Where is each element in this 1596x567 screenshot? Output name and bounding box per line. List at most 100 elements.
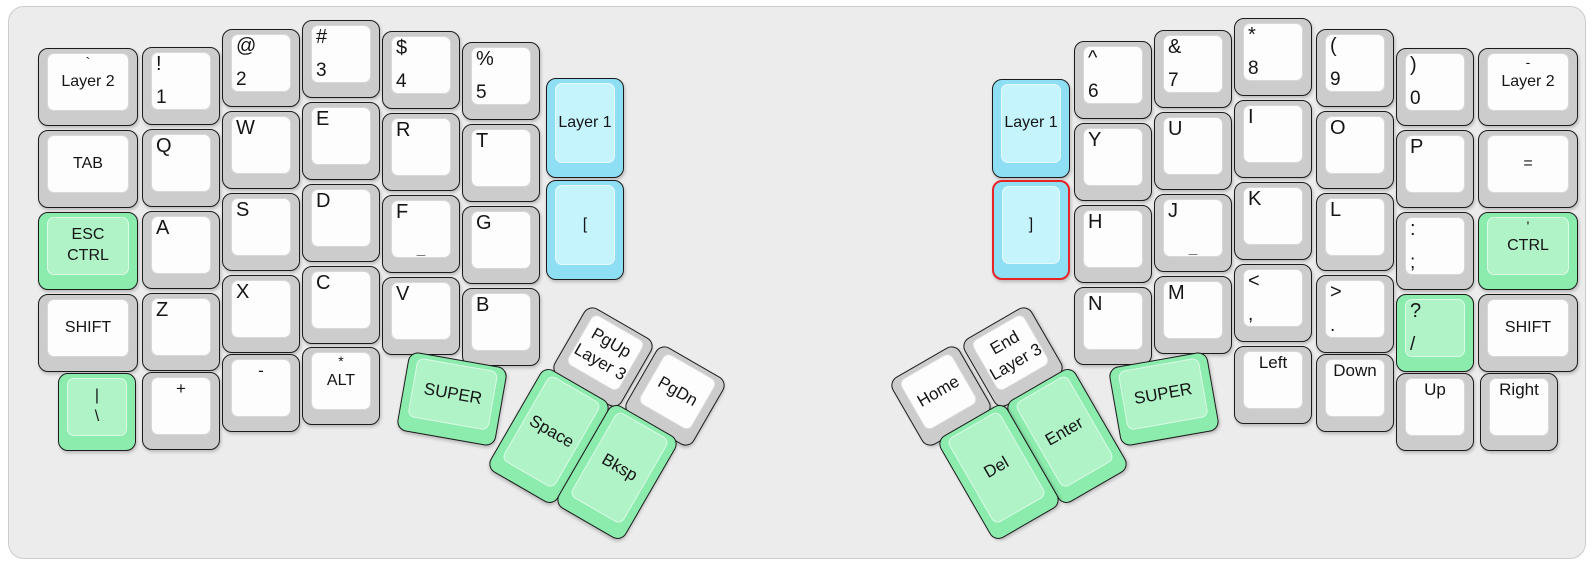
key-esc-ctrl[interactable]: ESC CTRL <box>38 212 138 290</box>
key-x[interactable]: X <box>222 275 300 353</box>
key-exclamation-1[interactable]: !1 <box>142 47 220 125</box>
key-pipe-backslash[interactable]: | \ <box>58 373 136 451</box>
key-minus[interactable]: - <box>222 354 300 432</box>
key-primary-legend: I <box>1248 106 1254 128</box>
key-greater-period[interactable]: >. <box>1316 275 1394 353</box>
key-a[interactable]: A <box>142 211 220 289</box>
keycap-top: %5 <box>471 47 531 105</box>
key-c[interactable]: C <box>302 266 380 344</box>
key-arrow-down[interactable]: Down <box>1316 354 1394 432</box>
key-right-bracket[interactable]: ] <box>992 180 1070 280</box>
key-r[interactable]: R <box>382 113 460 191</box>
key-layer1-right[interactable]: Layer 1 <box>992 79 1070 178</box>
key-paren-0[interactable]: )0 <box>1396 48 1474 126</box>
keycap-top: Layer 1 <box>1001 84 1061 163</box>
key-w[interactable]: W <box>222 111 300 189</box>
key-layer2-left[interactable]: `Layer 2 <box>38 48 138 126</box>
key-secondary-legend: 5 <box>476 82 487 103</box>
key-primary-legend: S <box>236 199 250 221</box>
key-primary-legend: * <box>1248 24 1256 46</box>
key-h[interactable]: H <box>1074 205 1152 283</box>
key-primary-legend: U <box>1168 118 1183 140</box>
key-caret-6[interactable]: ^6 <box>1074 41 1152 119</box>
key-j[interactable]: J_ <box>1154 194 1232 272</box>
key-tab[interactable]: TAB <box>38 130 138 208</box>
key-percent-5[interactable]: %5 <box>462 42 540 120</box>
key-top-legend: + <box>176 379 186 398</box>
key-super-right[interactable]: SUPER <box>1107 350 1221 448</box>
key-n[interactable]: N <box>1074 287 1152 365</box>
key-t[interactable]: T <box>462 124 540 202</box>
key-p[interactable]: P <box>1396 130 1474 208</box>
key-primary-legend: N <box>1088 293 1103 315</box>
key-l[interactable]: L <box>1316 193 1394 271</box>
key-g[interactable]: G <box>462 206 540 284</box>
key-secondary-legend: 7 <box>1168 70 1179 91</box>
keycap-top: | \ <box>67 378 127 436</box>
key-u[interactable]: U <box>1154 112 1232 190</box>
key-star-alt[interactable]: *ALT <box>302 347 380 425</box>
keycap-top: E <box>311 107 371 165</box>
key-arrow-left[interactable]: Left <box>1234 346 1312 424</box>
key-arrow-up[interactable]: Up <box>1396 373 1474 451</box>
key-label: Layer 1 <box>558 113 612 131</box>
key-v[interactable]: V <box>382 277 460 355</box>
key-super-left[interactable]: SUPER <box>395 350 509 448</box>
key-e[interactable]: E <box>302 102 380 180</box>
key-layer1-left[interactable]: Layer 1 <box>546 78 624 178</box>
key-f[interactable]: F_ <box>382 195 460 273</box>
key-shift-left[interactable]: SHIFT <box>38 294 138 372</box>
key-left-bracket[interactable]: [ <box>546 180 624 280</box>
key-z[interactable]: Z <box>142 293 220 371</box>
key-shift-right[interactable]: SHIFT <box>1478 294 1578 372</box>
key-top-legend: Right <box>1499 380 1539 399</box>
key-m[interactable]: M <box>1154 276 1232 354</box>
key-top-legend: Up <box>1424 380 1446 399</box>
key-top-legend: * <box>338 353 344 369</box>
keycap-top: V <box>391 282 451 340</box>
key-equals[interactable]: = <box>1478 130 1578 208</box>
key-hash-3[interactable]: #3 <box>302 20 380 98</box>
key-paren-9[interactable]: (9 <box>1316 29 1394 107</box>
key-less-comma[interactable]: <, <box>1234 264 1312 342</box>
key-question-slash[interactable]: ?/ <box>1396 294 1474 372</box>
key-at-2[interactable]: @2 <box>222 29 300 107</box>
key-primary-legend: O <box>1330 117 1346 139</box>
key-i[interactable]: I <box>1234 100 1312 178</box>
key-quote-ctrl[interactable]: 'CTRL <box>1478 212 1578 290</box>
key-asterisk-8[interactable]: *8 <box>1234 18 1312 96</box>
key-primary-legend: M <box>1168 282 1185 304</box>
key-layer2-right[interactable]: -Layer 2 <box>1478 48 1578 126</box>
key-ampersand-7[interactable]: &7 <box>1154 30 1232 108</box>
key-secondary-legend: 2 <box>236 69 247 90</box>
key-q[interactable]: Q <box>142 129 220 207</box>
key-primary-legend: E <box>316 108 330 130</box>
homing-bar: _ <box>1188 239 1198 256</box>
key-primary-legend: G <box>476 212 492 234</box>
key-d[interactable]: D <box>302 184 380 262</box>
key-b[interactable]: B <box>462 288 540 366</box>
key-s[interactable]: S <box>222 193 300 271</box>
key-secondary-legend: . <box>1330 315 1336 336</box>
keycap-top: *8 <box>1243 23 1303 81</box>
keycap-top: U <box>1163 117 1223 175</box>
key-primary-legend: $ <box>396 37 408 59</box>
key-secondary-legend: 9 <box>1330 69 1341 90</box>
key-primary-legend: W <box>236 117 255 139</box>
key-plus[interactable]: + <box>142 372 220 450</box>
keycap-top: ^6 <box>1083 46 1143 104</box>
key-top-legend: Left <box>1258 353 1288 372</box>
keycap-top: R <box>391 118 451 176</box>
key-colon-semicolon[interactable]: :; <box>1396 212 1474 290</box>
key-k[interactable]: K <box>1234 182 1312 260</box>
key-label: [ <box>582 215 588 233</box>
keycap-top: #3 <box>311 25 371 83</box>
key-primary-legend: H <box>1088 211 1103 233</box>
key-secondary-legend: 3 <box>316 60 327 81</box>
key-arrow-right[interactable]: Right <box>1480 373 1558 451</box>
keycap-top: C <box>311 271 371 329</box>
key-secondary-legend: 4 <box>396 71 407 92</box>
key-y[interactable]: Y <box>1074 123 1152 201</box>
key-o[interactable]: O <box>1316 111 1394 189</box>
key-dollar-4[interactable]: $4 <box>382 31 460 109</box>
